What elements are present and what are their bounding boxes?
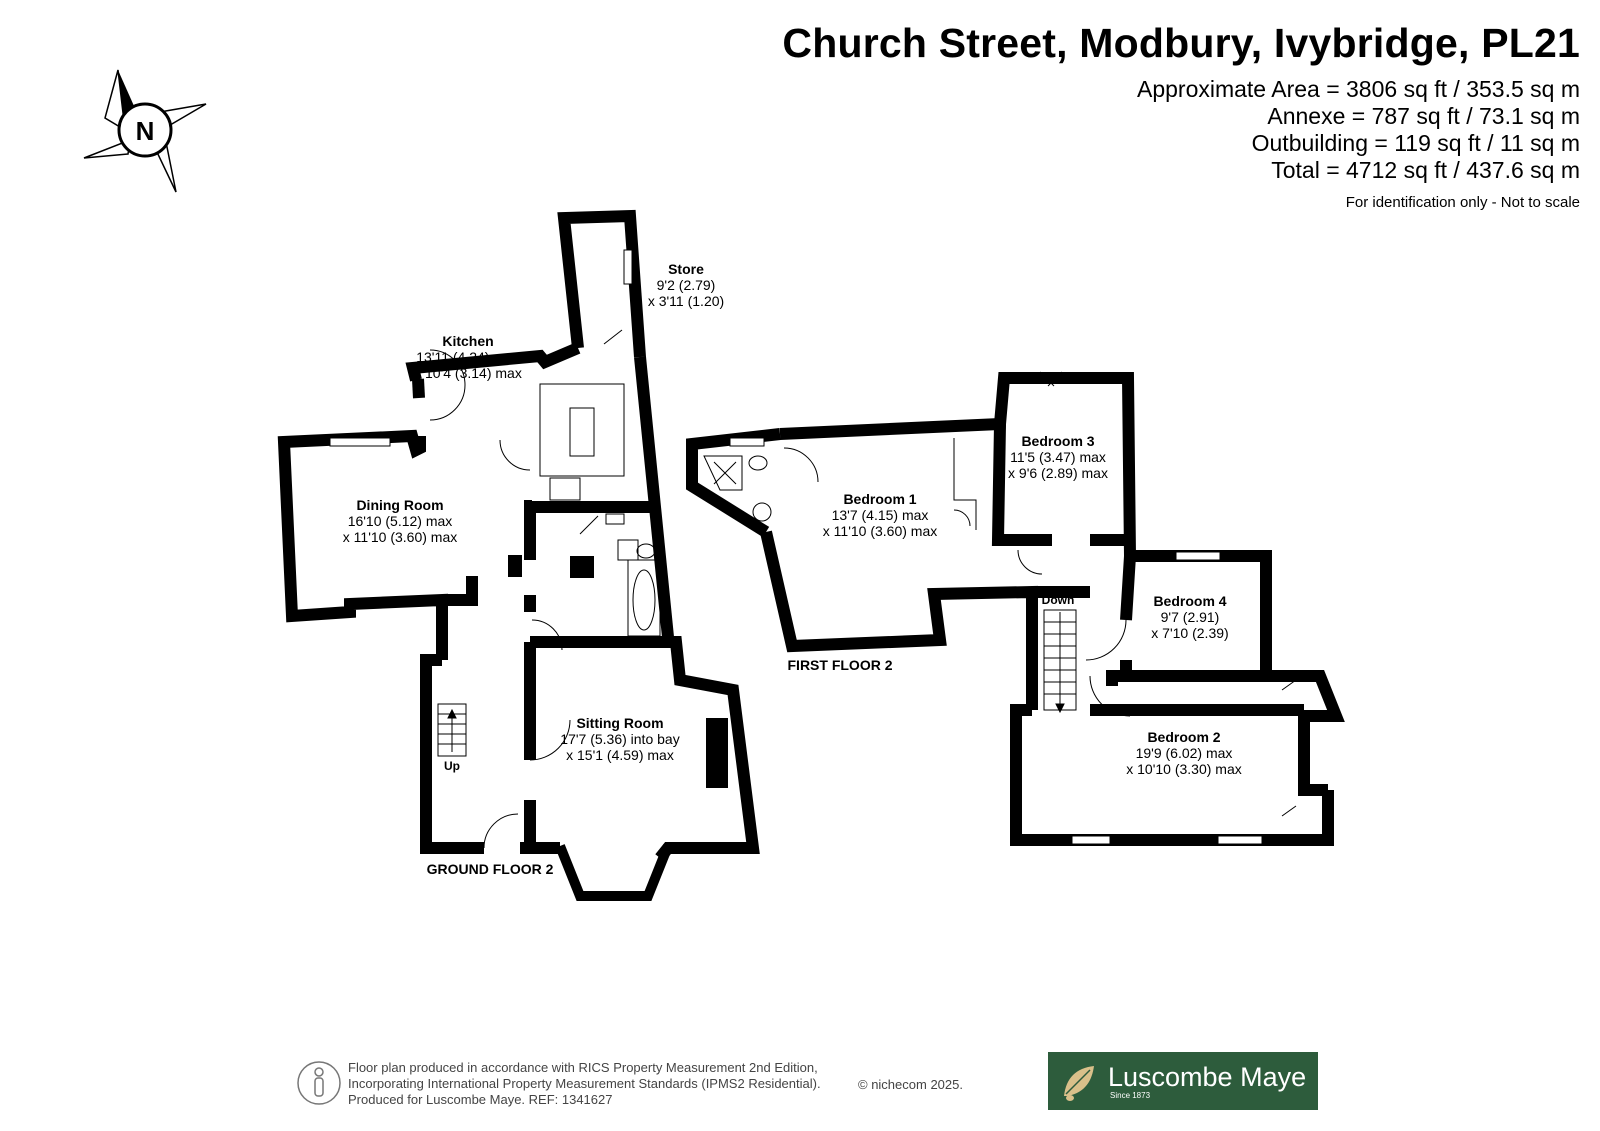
bedroom2-dim1: 19'9 (6.02) max (1136, 745, 1233, 761)
bedroom4-name: Bedroom 4 (1153, 593, 1226, 609)
sitting-name: Sitting Room (576, 715, 663, 731)
logo-since: Since 1873 (1110, 1090, 1151, 1100)
agent-logo: Luscombe Maye Since 1873 (1048, 1052, 1318, 1110)
bay-window (555, 844, 673, 901)
bedroom2-name: Bedroom 2 (1147, 729, 1220, 745)
ground-floor-pillars (508, 500, 728, 788)
store-name: Store (668, 261, 704, 277)
sitting-dim2: x 15'1 (4.59) max (566, 747, 674, 763)
sitting-dim1: 17'7 (5.36) into bay (560, 731, 679, 747)
copyright: © nichecom 2025. (858, 1077, 963, 1092)
bedroom3-dim2: x 9'6 (2.89) max (1008, 465, 1108, 481)
first-floor-plan (686, 372, 1345, 846)
ground-floor-label: GROUND FLOOR 2 (427, 861, 554, 877)
room-labels: Store 9'2 (2.79) x 3'11 (1.20) Kitchen 1… (343, 261, 1242, 877)
kitchen-dim2: x 10'4 (3.14) max (414, 365, 522, 381)
dining-dim2: x 11'10 (3.60) max (343, 529, 457, 545)
kitchen-name: Kitchen (442, 333, 493, 349)
area-summary: Approximate Area = 3806 sq ft / 353.5 sq… (1137, 76, 1580, 184)
bedroom2-dim2: x 10'10 (3.30) max (1126, 761, 1242, 777)
area-approximate: Approximate Area = 3806 sq ft / 353.5 sq… (1136, 76, 1580, 102)
kitchen-dim1: 13'11 (4.24) max (416, 349, 520, 365)
store-dim2: x 3'11 (1.20) (648, 293, 724, 309)
bedroom3-name: Bedroom 3 (1021, 433, 1094, 449)
first-floor-windows (729, 437, 1263, 845)
bedroom1-dim2: x 11'10 (3.60) max (823, 523, 937, 539)
area-annexe: Annexe = 787 sq ft / 73.1 sq m (1267, 103, 1580, 129)
bedroom1-name: Bedroom 1 (843, 491, 916, 507)
stairs-up-label: Up (444, 759, 460, 773)
area-outbuilding: Outbuilding = 119 sq ft / 11 sq m (1251, 130, 1580, 156)
disclaimer: For identification only - Not to scale (1345, 194, 1580, 211)
dining-dim1: 16'10 (5.12) max (348, 513, 453, 529)
bedroom3-dim1: 11'5 (3.47) max (1010, 449, 1106, 465)
logo-name: Luscombe Maye (1108, 1061, 1307, 1092)
ground-floor-plan (277, 209, 760, 862)
store-dim1: 9'2 (2.79) (657, 277, 716, 293)
area-total: Total = 4712 sq ft / 437.6 sq m (1271, 157, 1580, 183)
header: Church Street, Modbury, Ivybridge, PL21 (782, 20, 1580, 67)
bedroom4-dim1: 9'7 (2.91) (1161, 609, 1220, 625)
ground-floor-fixtures (429, 329, 661, 849)
footer-line-1: Floor plan produced in accordance with R… (348, 1060, 818, 1075)
stairs-down-label: Down (1042, 593, 1075, 607)
first-floor-fixtures (703, 371, 1297, 817)
person-icon (297, 1061, 341, 1105)
footer-text: Floor plan produced in accordance with R… (348, 1060, 821, 1108)
first-floor-label: FIRST FLOOR 2 (788, 657, 893, 673)
ground-floor-stairs (437, 703, 467, 757)
dining-name: Dining Room (356, 497, 443, 513)
bedroom4-dim2: x 7'10 (2.39) (1151, 625, 1228, 641)
footer-line-2: Incorporating International Property Mea… (348, 1076, 821, 1091)
first-floor-stairs (1043, 609, 1077, 714)
property-address: Church Street, Modbury, Ivybridge, PL21 (782, 20, 1580, 66)
footer-line-3: Produced for Luscombe Maye. REF: 1341627 (348, 1092, 613, 1107)
oak-leaf-icon (1064, 1066, 1094, 1101)
compass-icon: N (83, 69, 207, 193)
bedroom1-dim1: 13'7 (4.15) max (832, 507, 929, 523)
compass-letter: N (136, 116, 155, 146)
